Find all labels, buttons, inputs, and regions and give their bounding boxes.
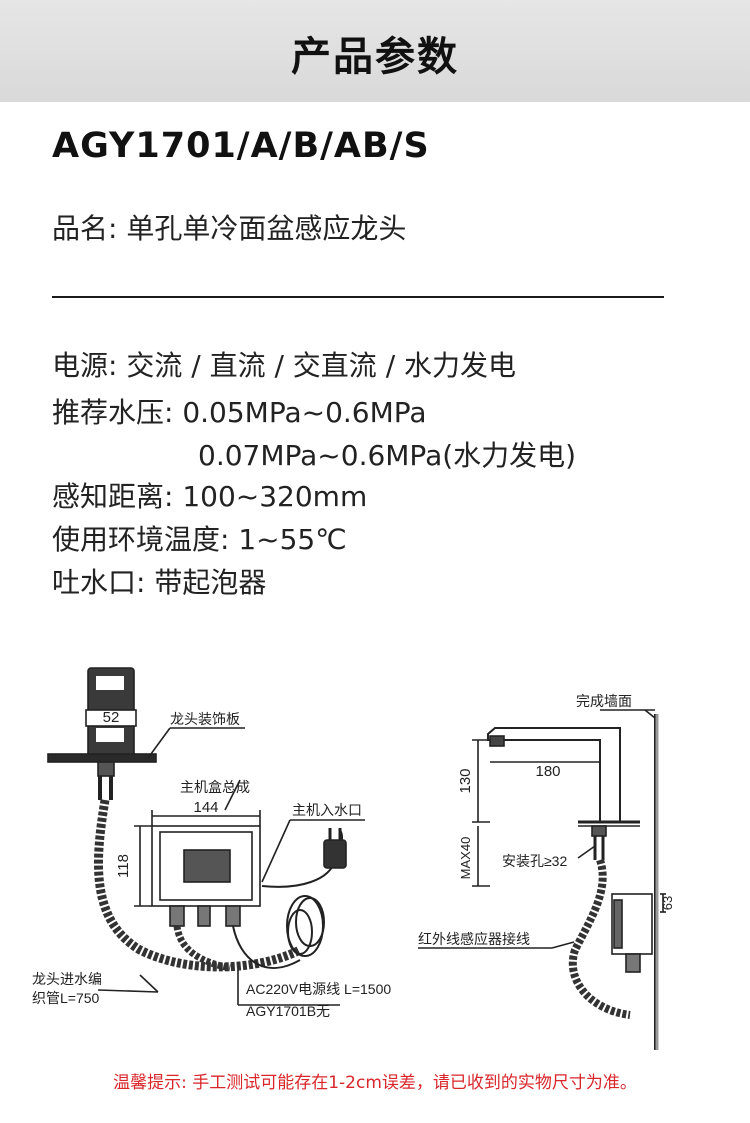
dim-max40: MAX40 [458,837,473,880]
dim-130: 130 [457,768,474,793]
spec-temperature: 使用环境温度: 1~55℃ [52,523,347,556]
label-sensor-cable: 红外线感应器接线 [418,931,530,947]
divider-line [52,296,664,298]
label-power-cable-note: AGY1701B无 [246,1003,330,1019]
dim-63: 63 [660,896,675,910]
label-wall: 完成墙面 [576,693,632,709]
dim-118: 118 [115,854,132,878]
spec-distance: 感知距离: 100~320mm [52,480,368,513]
dim-144: 144 [193,799,218,816]
product-name: 品名: 单孔单冷面盆感应龙头 [52,212,407,245]
braided-hose [93,799,303,972]
tip-note: 温馨提示: 手工测试可能存在1-2cm误差，请已收到的实物尺寸为准。 [113,1073,637,1093]
spec-pressure: 推荐水压: 0.05MPa~0.6MPa [52,396,427,429]
header-banner: 产品参数 [0,0,750,102]
dim-52: 52 [103,709,120,726]
installation-diagram: 52 龙头装饰板 主机盒总成 144 主机入水口 118 龙头进水编 织管L=7… [32,667,675,1050]
faucet-plate [47,753,157,763]
spec-outlet: 吐水口: 带起泡器 [52,566,267,599]
label-install-hole: 安装孔≥32 [502,853,567,869]
label-hose: 龙头进水编 [32,971,102,987]
page-title: 产品参数 [291,34,459,80]
spec-power: 电源: 交流 / 直流 / 交直流 / 水力发电 [52,349,517,382]
model-number: AGY1701/A/B/AB/S [52,126,430,166]
label-faucet-plate: 龙头装饰板 [170,711,240,727]
label-water-inlet: 主机入水口 [292,802,362,818]
label-control-box: 主机盒总成 [180,779,250,795]
label-power-cable: AC220V电源线 L=1500 [246,981,391,997]
dim-180: 180 [535,763,560,780]
spec-pressure-hydro: 0.07MPa~0.6MPa(水力发电) [198,439,577,472]
label-hose-length: 织管L=750 [32,990,100,1006]
plug [323,839,347,869]
